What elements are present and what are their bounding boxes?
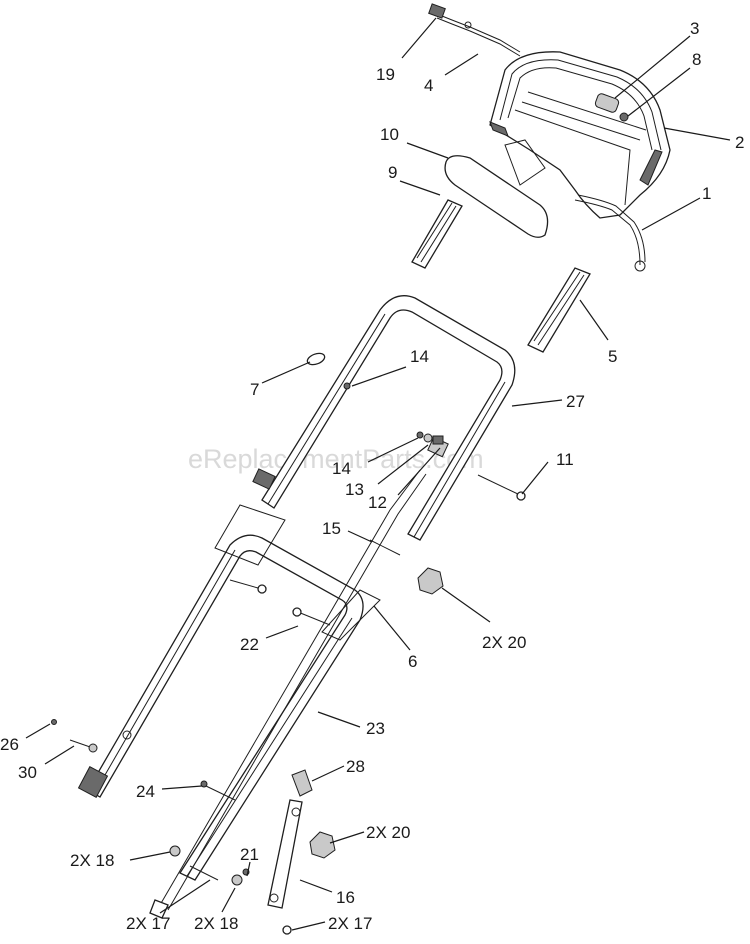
callout-24: 24 (136, 782, 155, 801)
callout-28: 28 (346, 757, 365, 776)
callout-15: 15 (322, 519, 341, 538)
callout-10: 10 (380, 125, 399, 144)
cable-part-4 (428, 3, 521, 57)
callout-19: 19 (376, 65, 395, 84)
callout-12: 12 (368, 493, 387, 512)
callout-3: 3 (690, 19, 699, 38)
callout-2x18-bottom: 2X 18 (194, 914, 238, 933)
hardware-parts (51, 352, 526, 935)
callout-13: 13 (345, 480, 364, 499)
leader-lines (25, 17, 731, 931)
callout-27: 27 (566, 392, 585, 411)
callout-30: 30 (18, 763, 37, 782)
reference-frame-lower (321, 589, 381, 641)
callout-8: 8 (692, 50, 701, 69)
bail-housing-part-2 (489, 51, 671, 219)
callout-21: 21 (240, 845, 259, 864)
callout-14-lower: 14 (332, 459, 351, 478)
callout-2x18-left: 2X 18 (70, 851, 114, 870)
callout-labels: 19 4 3 8 2 10 9 1 5 7 14 27 14 13 12 11 … (0, 19, 744, 933)
callout-6: 6 (408, 652, 417, 671)
strip-part-5 (527, 267, 591, 353)
bail-wire-part-1 (574, 194, 646, 272)
callout-5: 5 (608, 347, 617, 366)
reference-frame (214, 504, 286, 566)
callout-14-upper: 14 (410, 347, 429, 366)
callout-1: 1 (702, 184, 711, 203)
callout-23: 23 (366, 719, 385, 738)
callout-11: 11 (556, 450, 574, 469)
callout-9: 9 (388, 163, 397, 182)
strip-part-9 (411, 199, 463, 269)
callout-2x20-lower: 2X 20 (366, 823, 410, 842)
callout-22: 22 (240, 635, 259, 654)
rod-part-23 (149, 469, 427, 919)
callout-2: 2 (735, 133, 744, 152)
callout-7: 7 (250, 380, 259, 399)
callout-26: 26 (0, 735, 19, 754)
callout-2x20-upper: 2X 20 (482, 633, 526, 652)
decal-part-10 (444, 139, 549, 238)
bracket-part-16 (267, 799, 303, 909)
callout-16: 16 (336, 888, 355, 907)
callout-2x17-right: 2X 17 (328, 914, 372, 933)
callout-4: 4 (424, 76, 433, 95)
lower-handle-part-6 (77, 534, 364, 881)
callout-2x17-left: 2X 17 (126, 914, 170, 933)
